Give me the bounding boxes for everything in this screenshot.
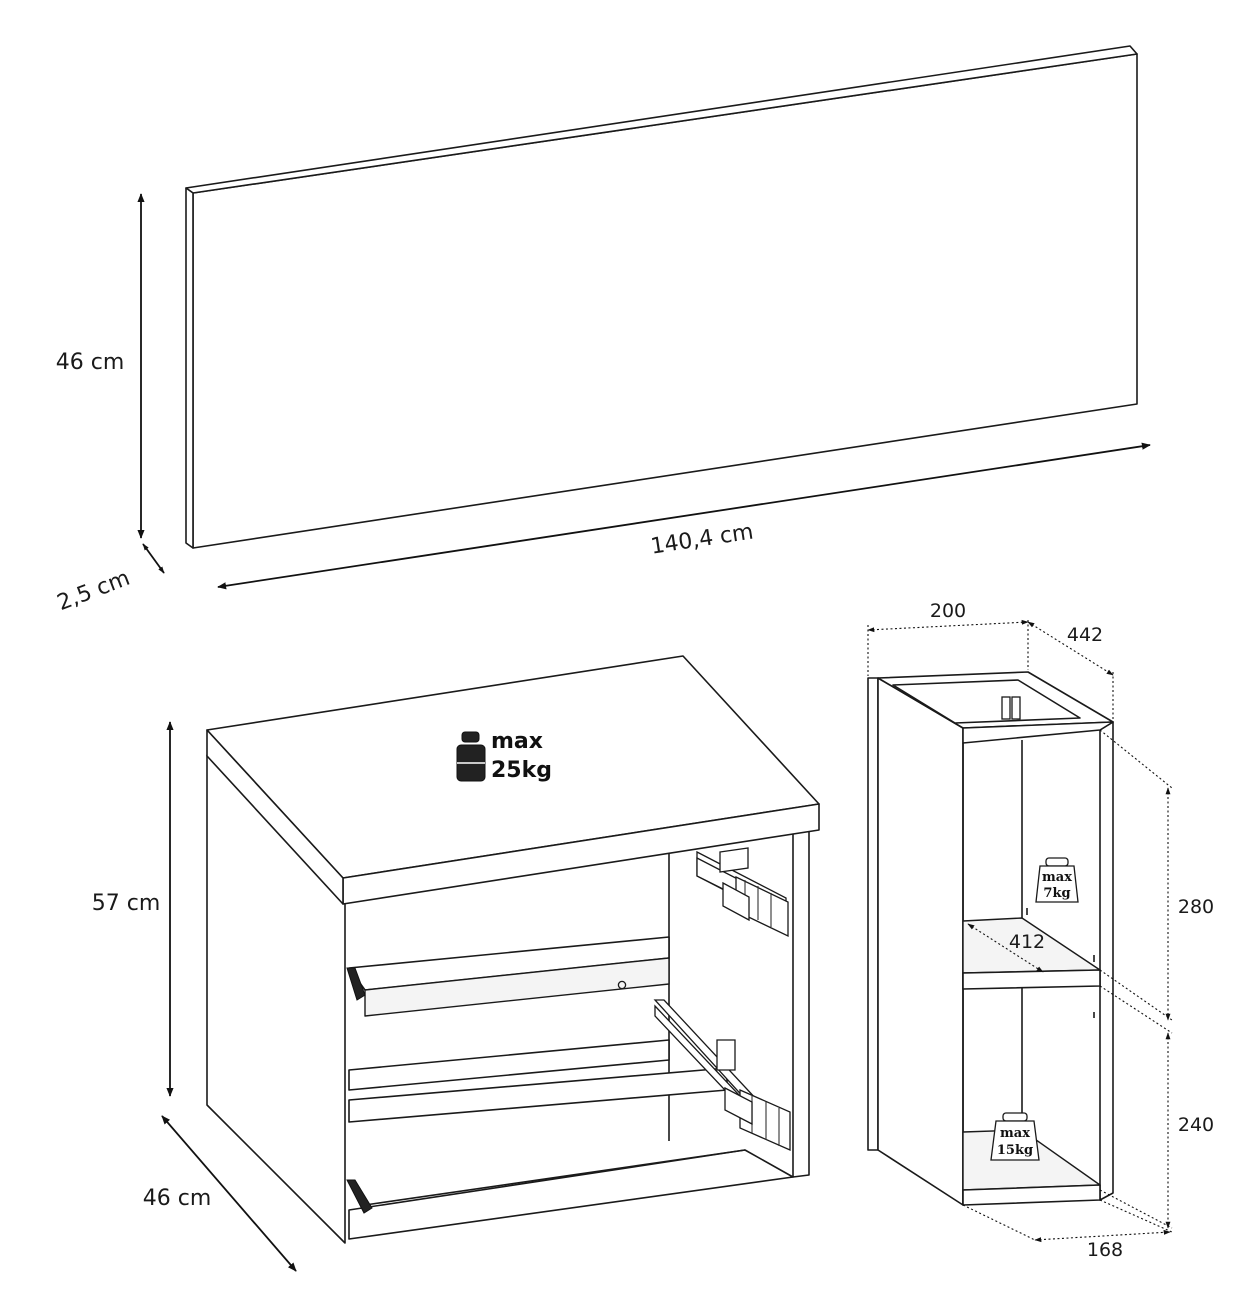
panel-depth-label: 2,5 cm xyxy=(54,566,133,616)
middle-rail xyxy=(348,1039,670,1091)
shelf-right-side xyxy=(1099,721,1114,1201)
shelf-depth-dimension: 442 xyxy=(1027,621,1114,720)
shelf-width-dimension: 200 xyxy=(867,600,1029,676)
weight-icon xyxy=(456,731,486,782)
nightstand-depth-label: 46 cm xyxy=(143,1186,212,1211)
upper-drawer-slide xyxy=(696,847,789,938)
nightstand-max-load-line1: max xyxy=(491,729,543,754)
shelf-upper-height-label: 280 xyxy=(1178,896,1214,918)
upper-shelf-weight-icon xyxy=(1035,857,1079,903)
nightstand-max-load-line2: 25kg xyxy=(491,758,552,783)
nightstand: max 25kg xyxy=(206,655,820,1244)
shelf-depth-label: 442 xyxy=(1067,624,1103,646)
lower-shelf-max-line2: 15kg xyxy=(997,1143,1033,1158)
shelf-lower-height-label: 240 xyxy=(1178,1114,1214,1136)
shelf-left-side-long xyxy=(877,677,964,1206)
nightstand-depth-dimension: 46 cm xyxy=(143,1115,297,1272)
shelf-lower-height-dimension: 240 xyxy=(1099,985,1214,1229)
lower-shelf-weight-icon xyxy=(990,1112,1040,1161)
nightstand-top-side-edge xyxy=(206,729,344,905)
upper-shelf-max-line1: max xyxy=(1042,870,1072,885)
shelf-base-dimension: 168 xyxy=(962,1199,1173,1261)
shelf-middle-edge xyxy=(962,969,1101,990)
upper-shelf-max-line2: 7kg xyxy=(1043,886,1070,901)
panel-width-label: 140,4 cm xyxy=(649,519,755,559)
panel-depth-dimension: 2,5 cm xyxy=(54,543,165,616)
lower-drawer-slide xyxy=(653,999,791,1151)
lower-shelf-max-line1: max xyxy=(1000,1126,1030,1141)
shelf-width-label: 200 xyxy=(930,600,966,622)
panel-height-dimension: 46 cm xyxy=(56,193,145,539)
panel-height-label: 46 cm xyxy=(56,350,125,375)
upper-left-runner xyxy=(346,967,366,1001)
nightstand-height-label: 57 cm xyxy=(92,891,161,916)
wall-panel xyxy=(185,45,1138,549)
upper-drawer-inner xyxy=(364,957,670,1017)
shelf-upper-height-dimension: 280 xyxy=(1099,729,1214,1021)
lower-left-runner xyxy=(346,1179,373,1214)
nightstand-right-side xyxy=(792,829,810,1178)
shelf-inner-depth-label: 412 xyxy=(1009,931,1045,953)
nightstand-bottom-shelf xyxy=(348,1149,794,1240)
panel-side-edge xyxy=(185,187,194,549)
shelf-inner-depth-dimension: 412 xyxy=(967,923,1045,973)
shelf-top-inner xyxy=(892,679,1081,724)
nightstand-height-dimension: 57 cm xyxy=(92,721,174,1097)
shelf-left-side xyxy=(867,677,879,1151)
shelf-base-label: 168 xyxy=(1087,1239,1123,1261)
shelf-unit: max 7kg max 15kg xyxy=(867,671,1114,1206)
panel-front-face xyxy=(192,53,1138,549)
